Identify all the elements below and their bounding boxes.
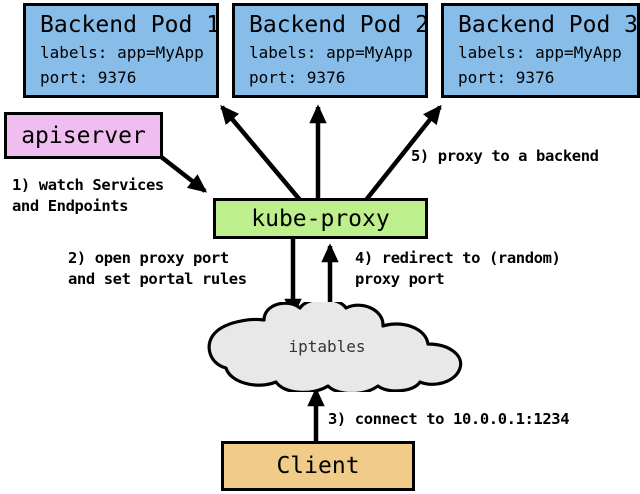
kube-proxy-box: kube-proxy xyxy=(213,198,428,239)
client-box: Client xyxy=(221,441,415,491)
pod-labels: labels: app=MyApp xyxy=(249,43,413,62)
pod-labels: labels: app=MyApp xyxy=(458,43,622,62)
pod-title: Backend Pod 1 xyxy=(40,12,221,38)
annotation-step-5: 5) proxy to a backend xyxy=(411,147,599,165)
annotation-step-4: 4) redirect to (random) proxy port xyxy=(355,249,561,288)
annotation-step-1: 1) watch Services and Endpoints xyxy=(12,176,164,215)
backend-pod-2-box: Backend Pod 2 labels: app=MyApp port: 93… xyxy=(232,3,430,98)
kube-proxy-label: kube-proxy xyxy=(251,205,390,232)
iptables-cloud: iptables xyxy=(188,297,466,396)
pod-port: port: 9376 xyxy=(40,68,137,87)
apiserver-label: apiserver xyxy=(21,122,146,149)
pod-port: port: 9376 xyxy=(249,68,346,87)
pod-title: Backend Pod 2 xyxy=(249,12,430,38)
backend-pod-1-box: Backend Pod 1 labels: app=MyApp port: 93… xyxy=(23,3,221,98)
arrow-kubeproxy-to-pod1 xyxy=(220,104,302,202)
pod-port: port: 9376 xyxy=(458,68,555,87)
arrow-kubeproxy-to-pod3 xyxy=(364,104,442,202)
backend-pod-3-box: Backend Pod 3 labels: app=MyApp port: 93… xyxy=(441,3,640,98)
pod-labels: labels: app=MyApp xyxy=(40,43,204,62)
apiserver-box: apiserver xyxy=(4,112,163,159)
pod-title: Backend Pod 3 xyxy=(458,12,639,38)
annotation-step-3: 3) connect to 10.0.0.1:1234 xyxy=(328,410,570,428)
cloud-shape xyxy=(207,297,463,396)
client-label: Client xyxy=(276,453,360,479)
arrow-apiserver-to-kubeproxy xyxy=(158,154,208,193)
annotation-step-2: 2) open proxy port and set portal rules xyxy=(68,249,247,288)
